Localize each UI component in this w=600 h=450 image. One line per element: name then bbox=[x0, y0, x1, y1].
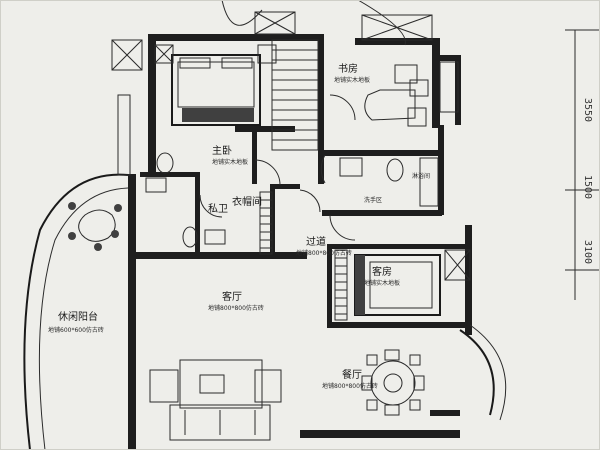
study-chair bbox=[394, 64, 418, 84]
label-leisure-balcony: 休闲阳台 bbox=[58, 310, 98, 323]
wall-left-upper bbox=[148, 34, 156, 174]
note-hallway-floor: 地铺800*800仿古砖 bbox=[296, 249, 352, 257]
bay-arc-top bbox=[221, 0, 263, 26]
armchair-left bbox=[149, 369, 179, 403]
wall-guest-left bbox=[327, 244, 332, 328]
door-bath2 bbox=[320, 154, 326, 184]
wardrobe-master-hatch bbox=[272, 49, 318, 141]
window-3 bbox=[361, 14, 433, 41]
label-dining-room: 餐厅 bbox=[342, 368, 362, 381]
door-master bbox=[254, 159, 281, 186]
armchair-right bbox=[254, 369, 282, 403]
wall-study-right bbox=[432, 38, 440, 128]
wall-master-closet-div bbox=[252, 126, 257, 184]
coffee-table bbox=[179, 359, 263, 409]
note-master-floor: 地铺实木地板 bbox=[212, 158, 248, 166]
sofa bbox=[169, 404, 271, 441]
master-bed-mattress bbox=[177, 61, 255, 108]
window-5 bbox=[444, 249, 471, 281]
dining-curve-outer bbox=[469, 324, 507, 421]
wall-master-lower bbox=[235, 126, 295, 132]
label-living-room: 客厅 bbox=[222, 290, 242, 303]
label-wash-area: 洗手区 bbox=[364, 196, 382, 204]
label-walk-in-closet: 衣帽间 bbox=[232, 195, 262, 208]
toilet-master bbox=[156, 152, 174, 174]
dimension-2: 1500 bbox=[582, 175, 593, 199]
shower-bath2 bbox=[419, 157, 439, 207]
guest-bed-mattress bbox=[369, 261, 433, 309]
window-2 bbox=[254, 11, 296, 35]
window-6 bbox=[117, 94, 131, 176]
label-master-bedroom: 主卧 bbox=[212, 144, 232, 157]
toilet-bath2 bbox=[386, 158, 404, 182]
wall-top-mid bbox=[280, 34, 320, 41]
door-study bbox=[329, 94, 356, 121]
wardrobe-guest bbox=[334, 249, 348, 321]
dimension-3: 3100 bbox=[582, 240, 593, 264]
wall-bath-top bbox=[140, 172, 200, 177]
note-dining-floor: 地铺800*800仿古砖 bbox=[322, 382, 378, 390]
wall-study-top bbox=[355, 38, 440, 45]
sink-bath2 bbox=[339, 157, 363, 177]
doors bbox=[199, 94, 356, 241]
master-bed bbox=[171, 54, 261, 126]
wall-left-lower bbox=[128, 174, 136, 450]
study-cabinet bbox=[409, 79, 429, 97]
wardrobes bbox=[259, 39, 348, 321]
door-closet bbox=[199, 194, 223, 218]
wall-mid-vertical bbox=[318, 34, 324, 184]
wall-study-right-ext bbox=[440, 55, 460, 61]
study-desk bbox=[364, 89, 416, 121]
note-study-floor: 地铺实木地板 bbox=[334, 76, 370, 84]
door-corridor bbox=[299, 189, 321, 213]
balcony-curve bbox=[23, 173, 129, 450]
note-balcony-floor: 地铺600*600仿古砖 bbox=[48, 326, 104, 334]
label-hallway: 过道 bbox=[306, 235, 326, 248]
wall-bottom-right-ext bbox=[430, 410, 460, 416]
label-study: 书房 bbox=[338, 62, 358, 75]
window-4 bbox=[439, 61, 459, 113]
nightstand-left bbox=[154, 44, 174, 64]
curves bbox=[23, 0, 507, 450]
wall-bath2-right bbox=[438, 125, 444, 215]
wall-bath2-top bbox=[322, 150, 442, 156]
label-private-bath: 私卫 bbox=[208, 203, 228, 215]
dining-curve bbox=[459, 329, 495, 416]
note-living-floor: 地铺800*800仿古砖 bbox=[208, 304, 264, 312]
sink-master bbox=[145, 177, 167, 193]
wall-master-top bbox=[150, 34, 280, 41]
wall-guest-bottom bbox=[330, 322, 470, 328]
window-1 bbox=[111, 39, 143, 71]
sink-private bbox=[204, 229, 226, 245]
wardrobe-closet bbox=[259, 191, 273, 255]
wall-closet-top bbox=[270, 184, 300, 189]
door-guest bbox=[329, 214, 356, 241]
study-side bbox=[407, 107, 427, 127]
dimension-lines: 3550 1500 3100 bbox=[565, 29, 600, 300]
note-guest-floor: 地铺实木地板 bbox=[364, 279, 400, 287]
wardrobe-master bbox=[271, 39, 319, 151]
nightstand-right bbox=[257, 44, 277, 64]
room-labels: 主卧 地铺实木地板 书房 地铺实木地板 衣帽间 私卫 客房 地铺实木地板 过道 … bbox=[48, 62, 430, 390]
balcony-table bbox=[78, 209, 116, 242]
guest-bed-headboard bbox=[355, 255, 365, 315]
label-shower-room: 淋浴间 bbox=[412, 172, 430, 180]
wall-bottom-right bbox=[300, 430, 460, 438]
wall-bath-right bbox=[195, 172, 200, 257]
balcony-curve-inner bbox=[38, 187, 129, 450]
label-guest-bedroom: 客房 bbox=[372, 265, 392, 278]
bay-arc-top-right bbox=[357, 0, 406, 46]
master-bed-footboard bbox=[182, 108, 254, 122]
furniture bbox=[68, 44, 441, 441]
wall-guest-top bbox=[330, 244, 470, 249]
dimension-1: 3550 bbox=[582, 98, 593, 122]
toilet-private bbox=[182, 226, 198, 248]
wall-living-top bbox=[132, 252, 307, 259]
windows bbox=[111, 11, 471, 281]
wall-bath2-bottom bbox=[322, 210, 442, 216]
